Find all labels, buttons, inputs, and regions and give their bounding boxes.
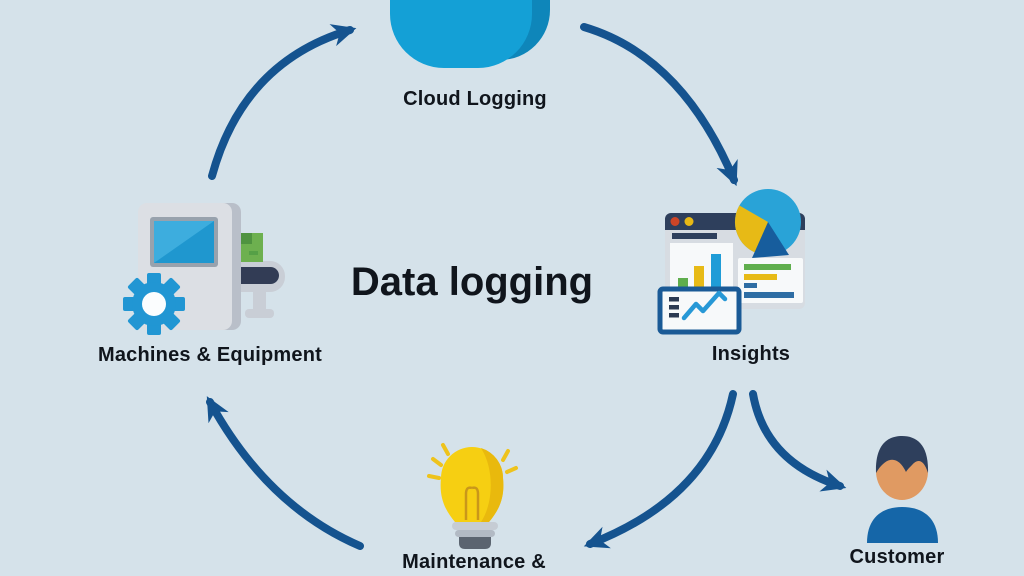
machine-conveyor-gear-icon: [120, 195, 312, 342]
arrow-cloud-to-insights: [580, 23, 738, 187]
insights-label: Insights: [711, 343, 791, 365]
arrow-machines-to-cloud: [208, 24, 357, 180]
customer-label: Customer: [849, 546, 945, 568]
page-title: Data logging: [350, 260, 594, 304]
arrow-insights-to-customer: [749, 390, 847, 492]
cloud-logging-label: Cloud Logging: [403, 88, 547, 110]
lightbulb-icon: [415, 430, 537, 557]
arrow-maintenance-to-machines: [206, 396, 364, 550]
person-icon: [855, 425, 955, 555]
machines-equipment-label: Machines & Equipment: [97, 344, 323, 366]
analytics-dashboard-icon: [655, 185, 813, 352]
arrow-insights-to-maintenance: [583, 390, 737, 549]
cloud-icon: [390, 0, 552, 75]
maintenance-label: Maintenance &: [402, 551, 546, 573]
